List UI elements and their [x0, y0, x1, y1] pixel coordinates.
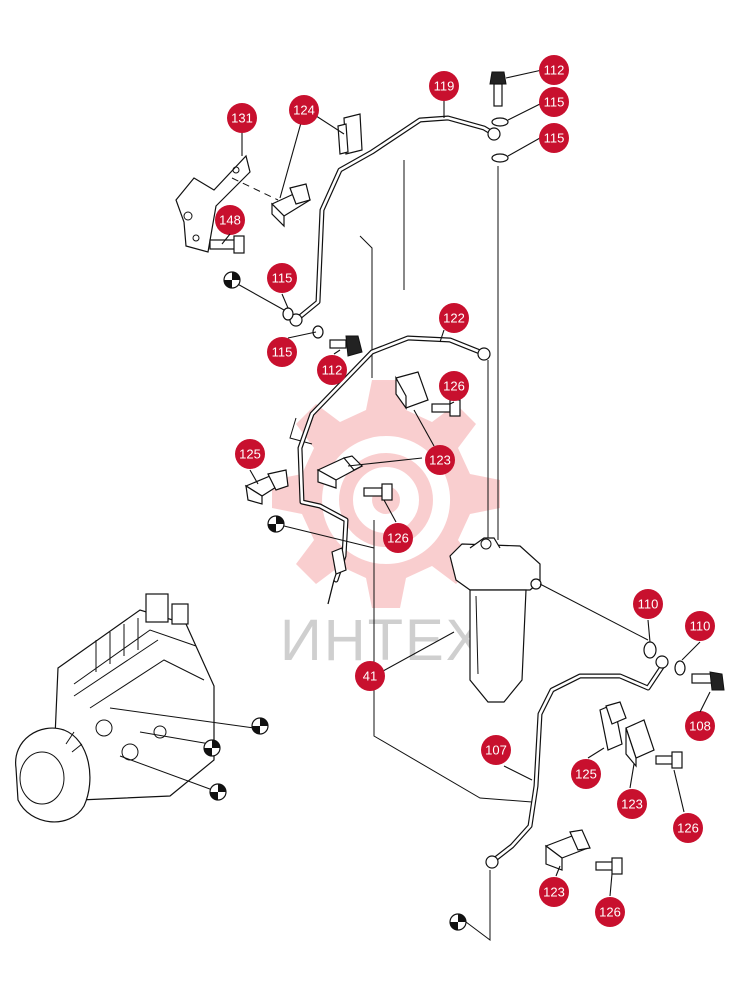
- clamp-123-bottom: [544, 829, 591, 871]
- callouts: 112 115 115 119 124 131 148 115 115 112 …: [215, 55, 715, 927]
- bolt-108: [691, 671, 725, 691]
- banjo-bolt-112-left: [282, 307, 363, 357]
- svg-text:124: 124: [293, 103, 315, 118]
- svg-text:123: 123: [543, 885, 565, 900]
- svg-text:115: 115: [544, 131, 565, 146]
- bracket-131: [175, 154, 251, 253]
- svg-text:125: 125: [239, 447, 261, 462]
- svg-text:41: 41: [363, 669, 377, 684]
- svg-text:108: 108: [689, 719, 711, 734]
- callout-110-a[interactable]: 110: [633, 589, 663, 619]
- clamp-125-left: [244, 469, 289, 505]
- svg-text:115: 115: [272, 271, 293, 286]
- callout-115-left-a[interactable]: 115: [267, 263, 297, 293]
- callout-122[interactable]: 122: [439, 303, 469, 333]
- callout-112-top[interactable]: 112: [539, 55, 569, 85]
- callout-110-b[interactable]: 110: [685, 611, 715, 641]
- pipe-107: [485, 655, 669, 869]
- clamp-123-mid-upper: [395, 371, 429, 410]
- banjo-bolt-112-top: [489, 71, 509, 163]
- clamp-125-right: [599, 701, 627, 751]
- callout-126-right[interactable]: 126: [673, 813, 703, 843]
- svg-text:126: 126: [677, 821, 699, 836]
- callout-126-bottom[interactable]: 126: [595, 897, 625, 927]
- washers-110: [643, 641, 686, 676]
- svg-text:119: 119: [434, 79, 455, 94]
- bolt-126-bottom: [595, 857, 623, 875]
- clamp-124-upper: [337, 113, 363, 155]
- callout-115-top-b[interactable]: 115: [539, 123, 569, 153]
- callout-125-right[interactable]: 125: [571, 759, 601, 789]
- pipe-122: [297, 335, 491, 605]
- ref-symbol-4: [203, 739, 221, 757]
- callout-124[interactable]: 124: [289, 95, 319, 125]
- ref-symbol-1: [223, 271, 241, 289]
- callout-115-top-a[interactable]: 115: [539, 87, 569, 117]
- callout-148[interactable]: 148: [215, 205, 245, 235]
- svg-text:123: 123: [429, 453, 451, 468]
- injection-pump: [15, 593, 255, 823]
- bolt-126-mid-lower: [363, 483, 393, 501]
- bolt-148: [209, 235, 245, 254]
- ref-symbol-2: [267, 515, 285, 533]
- svg-text:107: 107: [485, 743, 507, 758]
- ref-symbol-3: [251, 717, 269, 735]
- callout-119[interactable]: 119: [429, 71, 459, 101]
- callout-107[interactable]: 107: [481, 735, 511, 765]
- svg-text:131: 131: [231, 111, 253, 126]
- pipe-119: [289, 115, 501, 327]
- callout-108[interactable]: 108: [685, 711, 715, 741]
- callout-131[interactable]: 131: [227, 103, 257, 133]
- svg-text:110: 110: [690, 619, 711, 634]
- callout-123-bottom[interactable]: 123: [539, 877, 569, 907]
- callout-123-right[interactable]: 123: [617, 789, 647, 819]
- svg-text:126: 126: [443, 379, 465, 394]
- svg-text:125: 125: [575, 767, 597, 782]
- svg-text:110: 110: [638, 597, 659, 612]
- clamp-123-right: [625, 719, 655, 768]
- svg-text:115: 115: [272, 345, 293, 360]
- callout-126-mid-upper[interactable]: 126: [439, 371, 469, 401]
- svg-text:115: 115: [544, 95, 565, 110]
- callout-125-left[interactable]: 125: [235, 439, 265, 469]
- callout-112-left[interactable]: 112: [317, 355, 347, 385]
- callout-123-mid[interactable]: 123: [425, 445, 455, 475]
- callout-126-mid-lower[interactable]: 126: [383, 523, 413, 553]
- svg-text:126: 126: [599, 905, 621, 920]
- callout-41[interactable]: 41: [355, 661, 385, 691]
- callout-115-left-b[interactable]: 115: [267, 337, 297, 367]
- svg-text:112: 112: [322, 363, 343, 378]
- svg-text:123: 123: [621, 797, 643, 812]
- clamp-123-mid-lower: [316, 455, 364, 489]
- fuel-filter: [449, 537, 542, 703]
- svg-text:148: 148: [219, 213, 241, 228]
- svg-text:122: 122: [443, 311, 465, 326]
- ref-symbol-6: [449, 913, 467, 931]
- bolt-126-right: [655, 751, 683, 769]
- clamp-124-lower: [270, 183, 312, 228]
- svg-text:112: 112: [544, 63, 565, 78]
- ref-symbol-5: [209, 783, 227, 801]
- svg-text:126: 126: [387, 531, 409, 546]
- watermark-text: ИНТЕХ: [280, 608, 486, 673]
